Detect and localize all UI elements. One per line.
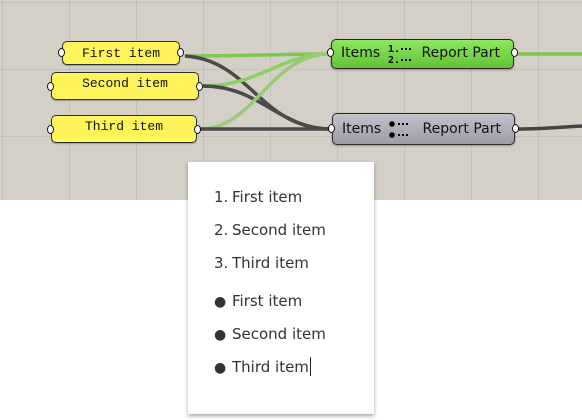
list-item-text: First item bbox=[232, 292, 303, 310]
list-item-text: Third item bbox=[232, 254, 309, 272]
numbered-list-item: 1.First item bbox=[214, 187, 302, 207]
bullet-icon: ● bbox=[214, 294, 227, 310]
wire-second-to-numbered bbox=[202, 52, 331, 88]
items-input-label: Items bbox=[342, 121, 382, 137]
grasshopper-canvas[interactable] bbox=[0, 0, 582, 200]
panel-second-item[interactable]: Second item bbox=[47, 72, 203, 100]
panel-third-item[interactable]: Third item bbox=[47, 115, 201, 143]
panel-output-grip[interactable] bbox=[196, 82, 203, 91]
report-part-bulleted-component[interactable]: Items Report Part bbox=[328, 113, 519, 145]
report-part-output-label: Report Part bbox=[422, 121, 502, 137]
items-input-grip[interactable] bbox=[328, 124, 335, 133]
panel-text: Second item bbox=[82, 76, 168, 91]
panel-input-grip[interactable] bbox=[47, 82, 54, 91]
wire-first-to-bulleted bbox=[184, 54, 331, 131]
bulleted-list-item[interactable]: ● Third item bbox=[214, 357, 311, 377]
text-caret bbox=[309, 357, 311, 376]
list-number: 1. bbox=[214, 188, 229, 206]
panel-text: First item bbox=[81, 46, 160, 61]
panel-first-item[interactable]: First item bbox=[58, 41, 184, 65]
numbered-list-item: 3.Third item bbox=[214, 253, 309, 273]
panel-input-grip[interactable] bbox=[47, 125, 54, 134]
bulleted-list-item: ● First item bbox=[214, 291, 302, 311]
list-number: 3. bbox=[214, 254, 229, 272]
svg-text:2.: 2. bbox=[388, 55, 400, 66]
report-preview-popup: 1.First item 2.Second item 3.Third item … bbox=[188, 162, 374, 414]
list-item-text: Second item bbox=[232, 221, 326, 239]
items-input-label: Items bbox=[341, 45, 381, 61]
numbered-list-item: 2.Second item bbox=[214, 220, 326, 240]
report-part-output-grip[interactable] bbox=[512, 124, 519, 133]
wire-layer bbox=[184, 52, 582, 131]
report-part-numbered-component[interactable]: Items 1. 2. Report Part bbox=[327, 39, 518, 69]
svg-text:1.: 1. bbox=[388, 44, 400, 55]
report-part-output-label: Report Part bbox=[421, 45, 501, 61]
bulleted-list-item: ● Second item bbox=[214, 324, 326, 344]
wire-third-to-numbered bbox=[199, 52, 331, 131]
items-input-grip[interactable] bbox=[327, 48, 334, 57]
wire-second-to-bulleted bbox=[202, 84, 331, 131]
list-item-text: Second item bbox=[232, 325, 326, 343]
report-part-output-grip[interactable] bbox=[511, 48, 518, 57]
list-item-text: First item bbox=[232, 188, 303, 206]
numbered-list-icon: 1. 2. bbox=[386, 42, 418, 66]
panel-output-grip[interactable] bbox=[177, 48, 184, 57]
bullet-icon: ● bbox=[214, 360, 227, 376]
bulleted-list-icon bbox=[387, 117, 419, 139]
panel-output-grip[interactable] bbox=[194, 125, 201, 134]
list-number: 2. bbox=[214, 221, 229, 239]
bullet-icon: ● bbox=[214, 327, 227, 343]
panel-text: Third item bbox=[84, 119, 163, 134]
list-item-text: Third item bbox=[232, 358, 309, 376]
panel-input-grip[interactable] bbox=[58, 48, 65, 57]
wire-bulleted-output bbox=[516, 124, 582, 131]
